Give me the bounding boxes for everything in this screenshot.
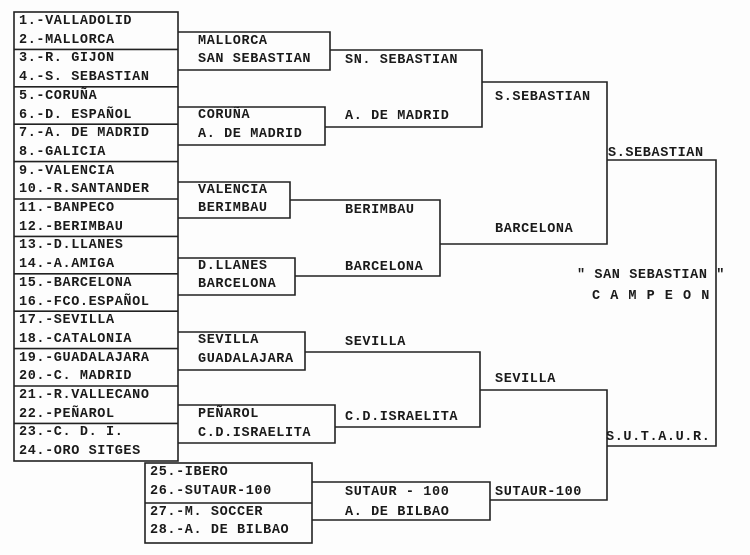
late-team: 26.-SUTAUR-100: [150, 484, 272, 499]
round1-team: 7.-A. DE MADRID: [19, 126, 150, 142]
round1-team: 21.-R.VALLECANO: [19, 388, 150, 403]
round3-team: C.D.ISRAELITA: [345, 410, 459, 425]
round1-team: 2.-MALLORCA: [19, 32, 115, 48]
round3-team: SEVILLA: [345, 335, 406, 350]
round4-team: SEVILLA: [495, 372, 556, 387]
round1-team: 22.-PEÑAROL: [19, 406, 115, 422]
round2-team: SEVILLA: [198, 333, 259, 348]
round2-team: CORUÑA: [198, 108, 251, 123]
round2-team: MALLORCA: [198, 34, 268, 49]
champion-title: C A M P E O N: [592, 289, 711, 304]
round2-team: D.LLANES: [198, 259, 268, 274]
round3-team: SN. SEBASTIAN: [345, 53, 459, 68]
round1-team: 18.-CATALONIA: [19, 331, 133, 347]
round1-team: 9.-VALENCIA: [19, 163, 115, 179]
finalist: S.SEBASTIAN: [608, 146, 704, 161]
late-team: 27.-M. SOCCER: [150, 505, 264, 520]
round2-team: SAN SEBASTIAN: [198, 52, 312, 67]
round3-team: SUTAUR - 100: [345, 485, 450, 500]
champion-name: " SAN SEBASTIAN ": [577, 268, 725, 283]
round1-team: 20.-C. MADRID: [19, 369, 133, 385]
round1-team: 12.-BERIMBAU: [19, 219, 124, 235]
round1-dividers: [14, 48, 178, 425]
round3-team: BERIMBAU: [345, 203, 415, 218]
round3-team: A. DE MADRID: [345, 109, 450, 124]
round2-team: GUADALAJARA: [198, 352, 294, 367]
round1-team: 3.-R. GIJON: [19, 51, 115, 67]
round1-team: 24.-ORO SITGES: [19, 444, 141, 460]
round1-team: 16.-FCO.ESPAÑOL: [19, 294, 150, 310]
round4-team: BARCELONA: [495, 222, 574, 237]
late-team: 25.-IBERO: [150, 465, 229, 480]
round1-team: 15.-BARCELONA: [19, 275, 133, 291]
round1-team: 17.-SEVILLA: [19, 313, 115, 329]
round1-team: 13.-D.LLANES: [19, 238, 124, 254]
round3-team: A. DE BILBAO: [345, 505, 450, 520]
round1-team: 6.-D. ESPAÑOL: [19, 107, 133, 123]
round2-team: PEÑAROL: [198, 407, 259, 422]
round1-team: 23.-C. D. I.: [19, 425, 124, 441]
round1-team: 1.-VALLADOLID: [19, 14, 133, 29]
round1-team: 10.-R.SANTANDER: [19, 182, 150, 198]
round1-team: 4.-S. SEBASTIAN: [19, 70, 150, 86]
round3-team: BARCELONA: [345, 260, 424, 275]
round2-team: C.D.ISRAELITA: [198, 426, 312, 441]
round1-team: 14.-A.AMIGA: [19, 257, 115, 273]
round4-team: SUTAUR-100: [495, 485, 583, 500]
round2-team: BARCELONA: [198, 277, 277, 292]
round1-team: 5.-CORUÑA: [19, 88, 98, 104]
round2-team: BERIMBAU: [198, 201, 268, 216]
round2-team: A. DE MADRID: [198, 127, 303, 142]
late-team: 28.-A. DE BILBAO: [150, 523, 290, 538]
round1-team: 19.-GUADALAJARA: [19, 350, 150, 366]
round4-team: S.SEBASTIAN: [495, 90, 591, 105]
round1-team: 11.-BANPECO: [19, 201, 115, 216]
finalist: S.U.T.A.U.R.: [606, 430, 711, 445]
round1-team: 8.-GALICIA: [19, 144, 107, 160]
round2-team: VALENCIA: [198, 183, 268, 198]
